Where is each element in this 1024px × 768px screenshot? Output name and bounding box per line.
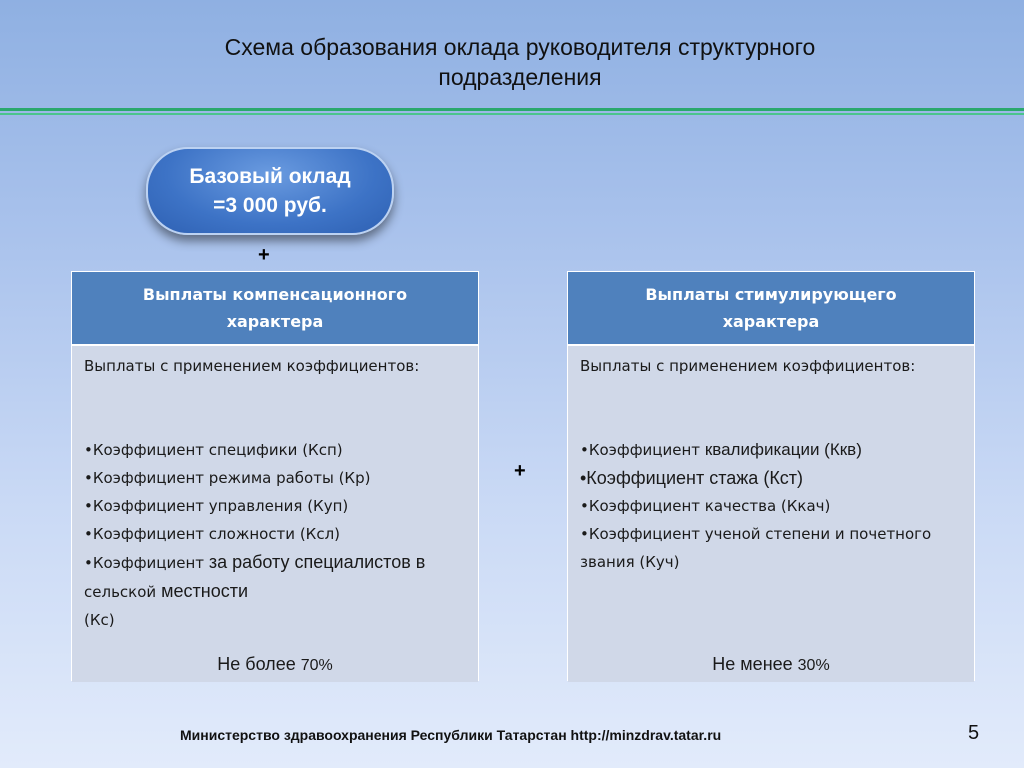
compensation-header-line2: характера — [226, 312, 324, 331]
list-item: •Коэффициент сложности (Ксл) — [84, 525, 341, 543]
plus-sign-top: + — [258, 244, 270, 266]
list-item: •Коэффициент режима работы (Кр) — [84, 469, 371, 487]
compensation-coefficient-list: •Коэффициент специфики (Ксп) •Коэффициен… — [84, 436, 468, 634]
page-number: 5 — [968, 722, 980, 744]
qualification-text-b: квалификации (Ккв) — [704, 440, 862, 459]
compensation-table-body: Выплаты с применением коэффициентов: •Ко… — [72, 346, 478, 682]
footer-credit: Министерство здравоохранения Республики … — [180, 727, 722, 743]
incentive-table-header: Выплаты стимулирующего характера — [568, 272, 974, 346]
list-item: •Коэффициент квалификации (Ккв) — [580, 436, 964, 464]
title-divider-line-secondary — [0, 113, 1024, 115]
base-salary-value: =3 000 руб. — [213, 194, 327, 217]
list-item-rural: •Коэффициент за работу специалистов в се… — [84, 548, 468, 634]
incentive-limit-label: Не менее — [712, 654, 798, 674]
slide-title: Схема образования оклада руководителя ст… — [90, 32, 950, 92]
rural-text-b: за работу специалистов в — [208, 552, 426, 572]
incentive-table-body: Выплаты с применением коэффициентов: •Ко… — [568, 346, 974, 682]
compensation-limit-value: 70% — [300, 657, 333, 674]
incentive-payments-table: Выплаты стимулирующего характера Выплаты… — [567, 271, 975, 682]
incentive-header-line1: Выплаты стимулирующего — [645, 285, 897, 304]
slide-title-line2: подразделения — [438, 64, 602, 90]
rural-text-c: сельской — [84, 583, 157, 601]
incentive-coefficient-list: •Коэффициент квалификации (Ккв) •Коэффиц… — [580, 436, 964, 576]
list-item: •Коэффициент управления (Куп) — [84, 497, 349, 515]
list-item: •Коэффициент качества (Ккач) — [580, 497, 831, 515]
base-salary-label: Базовый оклад — [189, 165, 351, 188]
slide-title-line1: Схема образования оклада руководителя ст… — [224, 34, 816, 60]
compensation-payments-table: Выплаты компенсационного характера Выпла… — [71, 271, 479, 682]
list-item: •Коэффициент специфики (Ксп) — [84, 441, 343, 459]
incentive-limit: Не менее 30% — [568, 650, 974, 680]
incentive-header-line2: характера — [722, 312, 820, 331]
qualification-text-a: •Коэффициент — [580, 441, 705, 459]
incentive-intro: Выплаты с применением коэффициентов: — [580, 357, 916, 375]
rural-text-a: •Коэффициент — [84, 554, 209, 572]
list-item: •Коэффициент ученой степени и почетного … — [580, 525, 932, 571]
plus-sign-middle: + — [514, 460, 526, 482]
compensation-header-line1: Выплаты компенсационного — [142, 285, 408, 304]
compensation-intro: Выплаты с применением коэффициентов: — [84, 357, 420, 375]
compensation-limit: Не более 70% — [72, 650, 478, 680]
compensation-table-header: Выплаты компенсационного характера — [72, 272, 478, 346]
rural-text-e: (Кс) — [84, 611, 115, 629]
compensation-limit-label: Не более — [217, 654, 301, 674]
list-item: •Коэффициент стажа (Кст) — [580, 468, 804, 488]
base-salary-badge: Базовый оклад =3 000 руб. — [146, 147, 394, 235]
title-divider-line — [0, 108, 1024, 111]
rural-text-d: местности — [156, 581, 249, 601]
incentive-limit-value: 30% — [797, 657, 830, 674]
